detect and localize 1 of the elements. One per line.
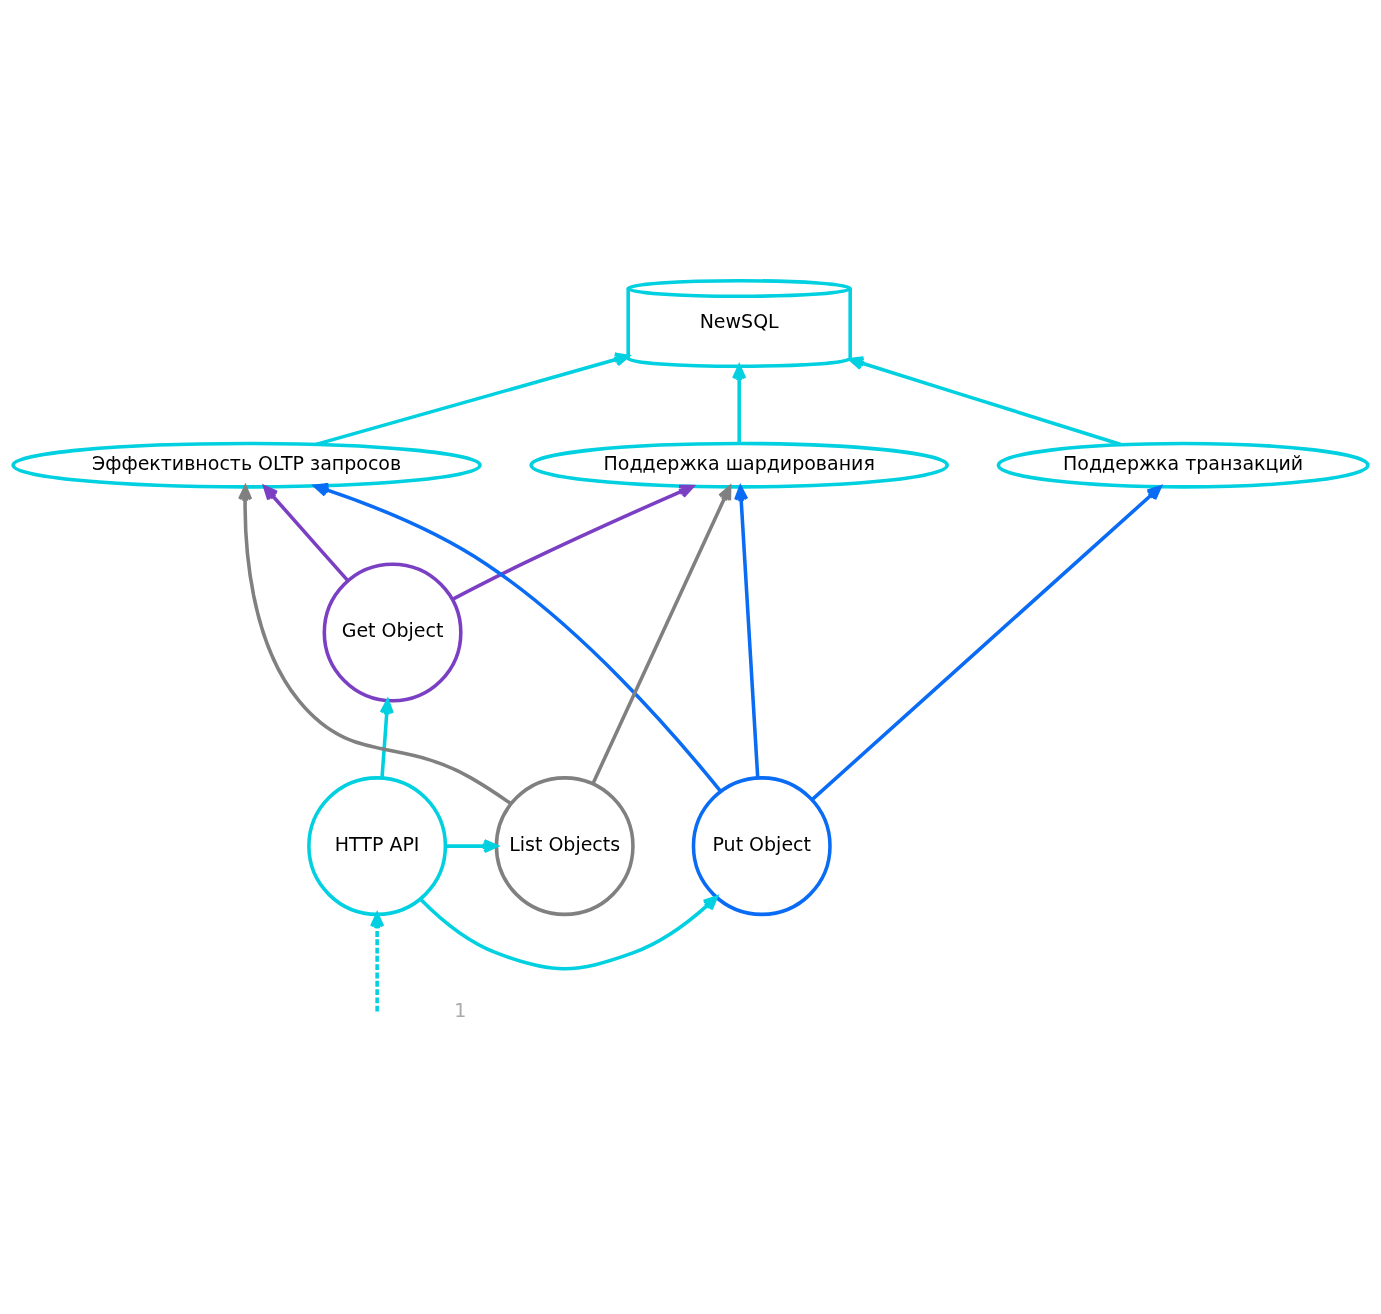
label: 1 bbox=[454, 998, 467, 1021]
